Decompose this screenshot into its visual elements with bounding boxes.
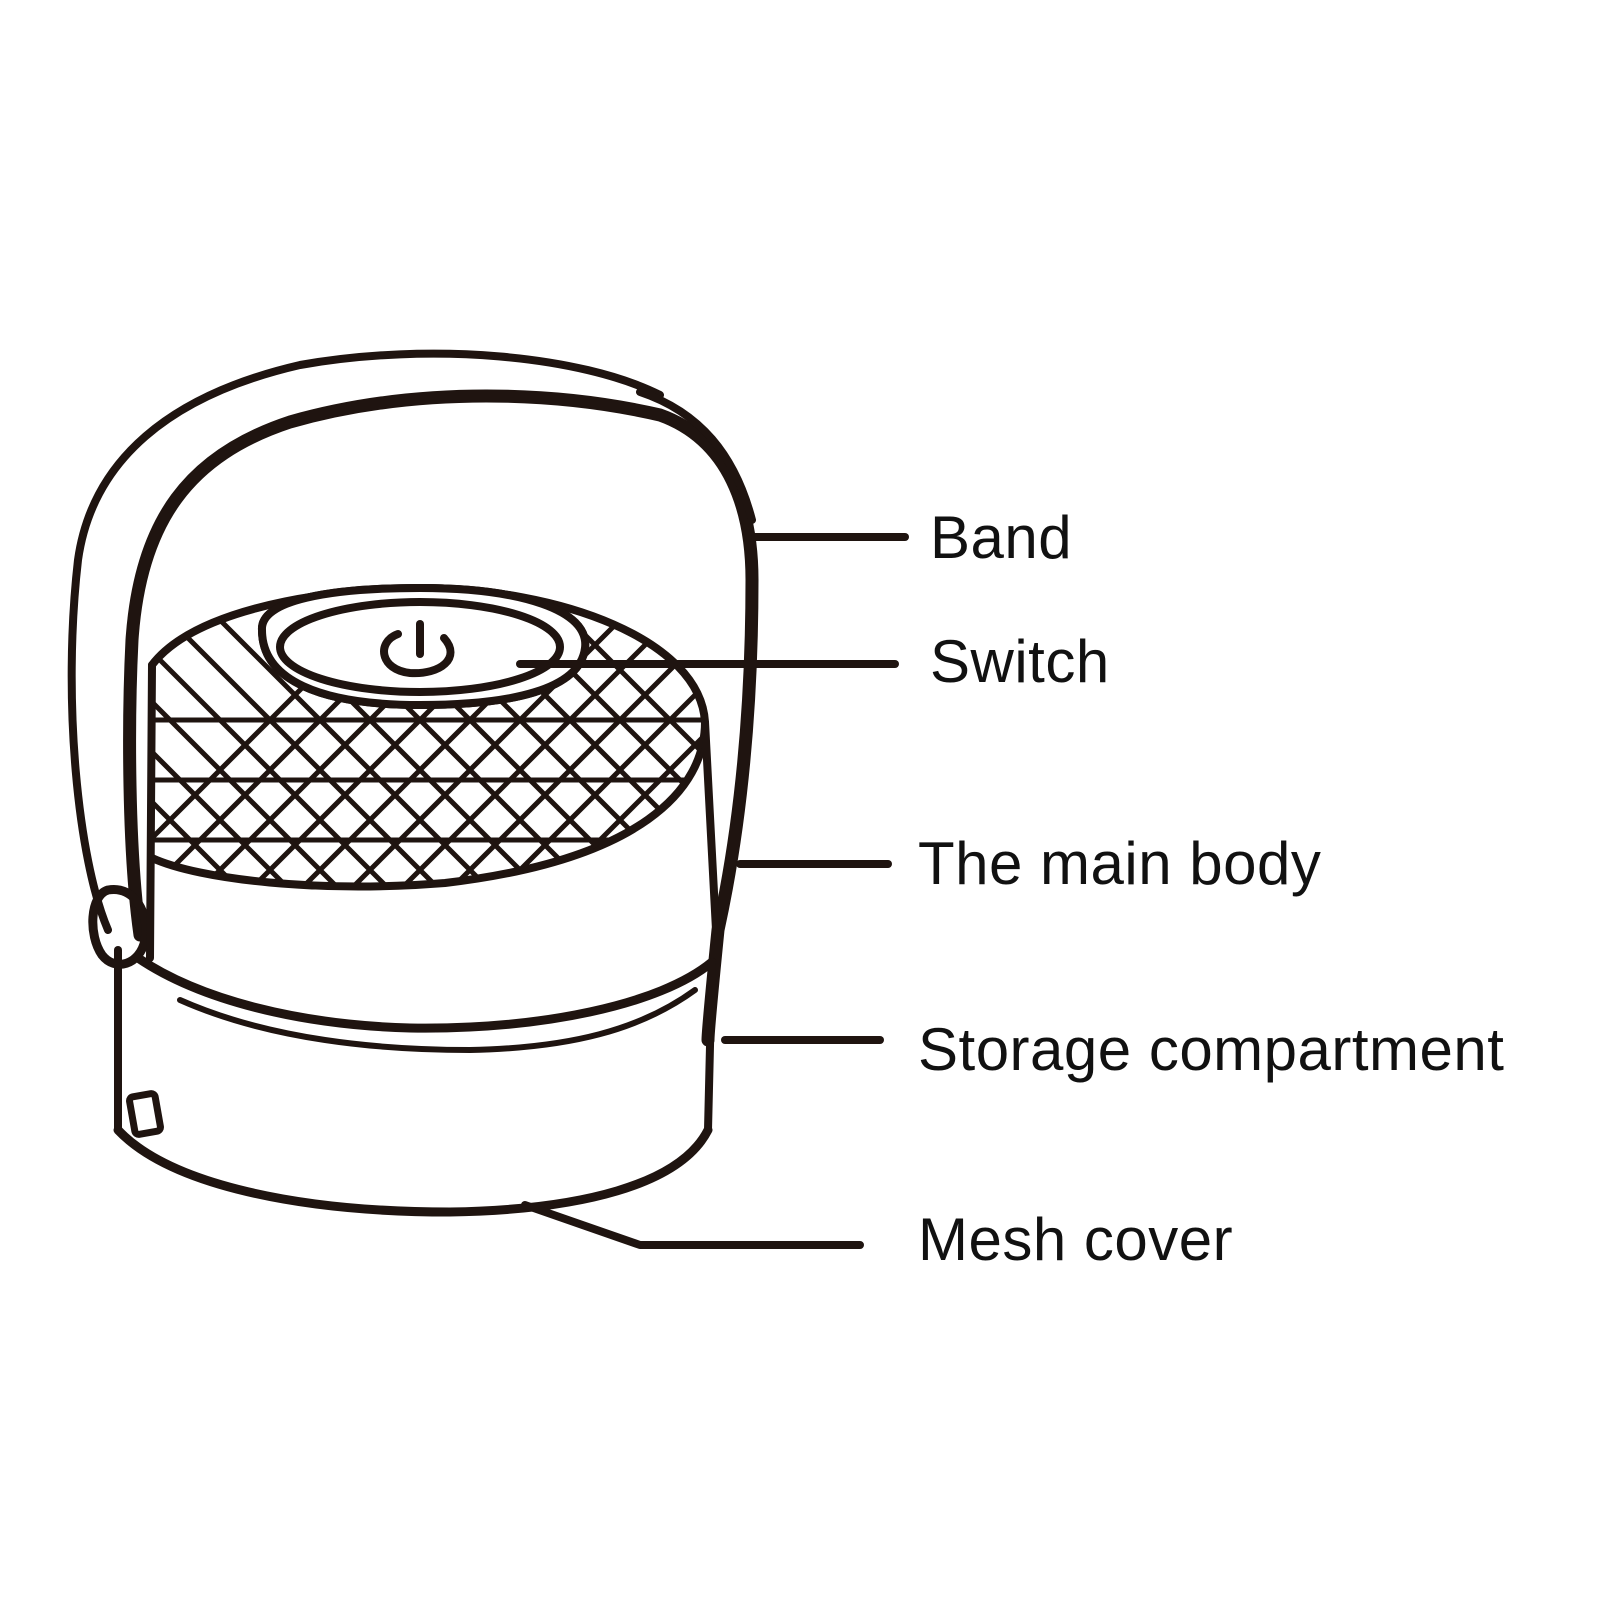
band-outer-outline: [67, 349, 664, 934]
side-port: [126, 1090, 164, 1138]
band-inner-strap: [123, 389, 759, 1047]
mesh-grid: [152, 618, 705, 887]
band-hinge: [88, 885, 151, 969]
label-main-body: The main body: [918, 830, 1322, 897]
main-body-left-wall: [146, 661, 156, 962]
label-storage-compartment: Storage compartment: [918, 1016, 1505, 1083]
label-mesh-cover: Mesh cover: [918, 1206, 1234, 1273]
main-body-right-wall: [701, 718, 720, 934]
power-icon-overlay: [380, 620, 589, 678]
leader-line-mesh-cover: [521, 1201, 864, 1249]
mesh-cover-bottom-rim: [113, 1125, 713, 1217]
band-top-edge: [636, 388, 756, 524]
storage-compartment-right-wall: [704, 958, 716, 1134]
label-band: Band: [930, 504, 1073, 571]
label-switch: Switch: [930, 628, 1110, 695]
storage-compartment-top-seam: [133, 953, 717, 1033]
storage-compartment-seam-inner: [177, 987, 698, 1053]
